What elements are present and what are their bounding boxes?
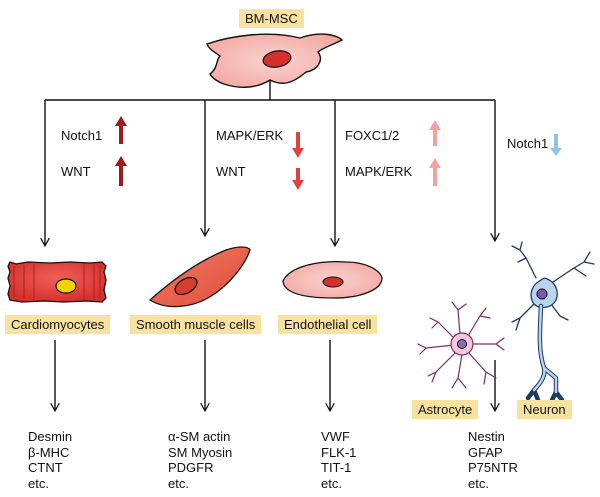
- smooth-muscle-markers: α-SM actin SM Myosin PDGFR etc.: [168, 429, 232, 491]
- marker-item: Nestin: [468, 429, 505, 444]
- signal-label: MAPK/ERK: [216, 128, 284, 143]
- marker-item: β-MHC: [28, 444, 70, 460]
- up-arrow-icon: [429, 120, 441, 146]
- marker-item: CTNT: [28, 460, 63, 475]
- marker-item: VWF: [321, 429, 350, 444]
- marker-item: Desmin: [28, 429, 73, 444]
- signal-label: Notch1: [507, 136, 549, 151]
- marker-item: PDGFR: [168, 460, 214, 475]
- marker-item: etc.: [168, 475, 189, 491]
- endothelial-cell-label: Endothelial cell: [278, 315, 378, 334]
- smooth-muscle-cells-label: Smooth muscle cells: [130, 315, 262, 334]
- marker-item: etc.: [321, 475, 342, 491]
- signal-arrows: [115, 116, 562, 190]
- bm-msc-cell-illustration: [206, 33, 344, 88]
- tree-connectors: [45, 80, 495, 410]
- marker-item: etc.: [468, 475, 489, 491]
- signal-label: Notch1: [61, 128, 103, 143]
- cardiomyocyte-markers: Desmin β-MHC CTNT etc.: [28, 429, 72, 491]
- neural-markers: Nestin GFAP P75NTR etc.: [468, 429, 518, 491]
- marker-item: P75NTR: [468, 460, 518, 475]
- down-arrow-icon: [292, 132, 304, 158]
- up-arrow-icon: [115, 116, 127, 144]
- neuron-label: Neuron: [517, 400, 572, 419]
- signal-label: FOXC1/2: [345, 128, 400, 143]
- signal-label: MAPK/ERK: [345, 164, 413, 179]
- signal-label: WNT: [61, 164, 91, 179]
- cardiomyocytes-label: Cardiomyocytes: [5, 315, 111, 334]
- up-arrow-icon: [115, 156, 127, 186]
- astrocyte-illustration: [417, 301, 505, 389]
- up-arrow-icon: [429, 158, 441, 186]
- marker-item: GFAP: [468, 444, 503, 460]
- endothelial-cell-illustration: [282, 260, 383, 299]
- marker-item: etc.: [28, 475, 49, 491]
- astrocyte-label: Astrocyte: [412, 400, 479, 419]
- marker-item: SM Myosin: [168, 444, 233, 460]
- marker-item: FLK-1: [321, 444, 357, 460]
- bm-msc-label: BM-MSC: [239, 9, 304, 28]
- neuron-illustration: [511, 241, 595, 403]
- signal-label: WNT: [216, 164, 246, 179]
- marker-item: TIT-1: [321, 460, 352, 475]
- down-arrow-icon: [550, 134, 562, 156]
- cardiomyocyte-illustration: [7, 261, 107, 303]
- marker-item: α-SM actin: [168, 429, 231, 444]
- down-arrow-icon: [292, 168, 304, 190]
- endothelial-markers: VWF FLK-1 TIT-1 etc.: [321, 429, 356, 491]
- smooth-muscle-cell-illustration: [148, 246, 251, 308]
